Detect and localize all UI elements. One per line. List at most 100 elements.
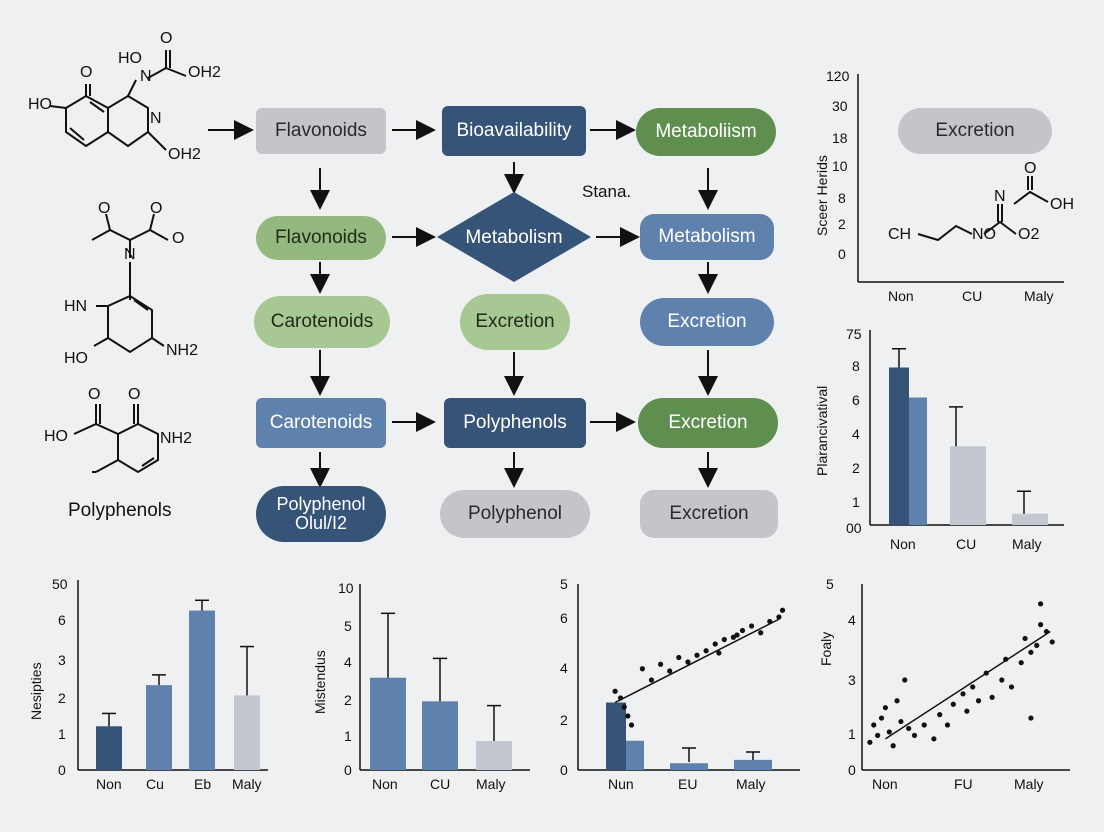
flow-node-excretion-gray: Excretion [640, 490, 778, 538]
mol4-n: N [994, 188, 1006, 205]
flow-node-excretion-side: Excretion [898, 108, 1052, 154]
chart4-point [776, 614, 782, 620]
mol4-oh: OH [1050, 196, 1074, 213]
chart4-point [712, 641, 718, 647]
flow-node-excretion-mid: Excretion [460, 294, 570, 350]
chart3-bar [422, 701, 458, 770]
node-label: Carotenoids [270, 311, 374, 333]
flow-node-metabolism-diamond: Metabolism [446, 224, 582, 252]
chart0-xtick: Non [888, 288, 914, 304]
chart5-point [970, 684, 976, 690]
chart0-ytick: 8 [838, 190, 846, 206]
flow-node-excretion-green: Excretion [638, 398, 778, 448]
mol2-o3: O [172, 230, 185, 247]
chart5-point [1028, 715, 1034, 721]
chart2-ytick: 0 [58, 762, 66, 778]
chart5-point [964, 708, 970, 714]
chart5-point [937, 712, 943, 718]
chart0-xtick: Maly [1024, 288, 1054, 304]
chart5-point [875, 732, 881, 738]
chart4-point [694, 652, 700, 658]
chart4-point [779, 607, 786, 613]
chart5-point [894, 698, 900, 704]
chart4-point [628, 722, 635, 728]
flow-node-polyphenol-bottom: Polyphenol Olul/I2 [256, 486, 386, 542]
mol3-o2: O [128, 386, 141, 403]
chart4-bar [734, 759, 772, 770]
chart5-point [1008, 684, 1015, 690]
chart5-point [902, 677, 908, 683]
chart5-point [1003, 656, 1009, 662]
chart3-xtick: Non [372, 776, 398, 792]
chart4-point [767, 618, 773, 625]
metabolism-diamond [437, 192, 591, 282]
chart0-xtick: CU [962, 288, 983, 304]
mol2-o2: O [150, 200, 163, 217]
flow-node-bioavailability: Bioavailability [442, 106, 586, 156]
chart3-ytick: 2 [344, 692, 352, 708]
chart2-ytick: 2 [58, 690, 66, 706]
molecule-structures [49, 50, 1049, 474]
chart4-ytick: 2 [560, 712, 568, 728]
chart5-ytick: 0 [848, 762, 856, 778]
node-label: Polyphenol [467, 503, 563, 525]
chart5-point [1038, 622, 1044, 628]
chart4-ytick: 0 [560, 762, 568, 778]
flow-node-carotenoids-2: Carotenoids [256, 398, 386, 448]
chart4-point [658, 661, 664, 667]
chart5-xtick: Maly [1014, 776, 1044, 792]
chart4-point [612, 688, 618, 694]
chart3-bar [476, 741, 512, 770]
chart1-ytick: 8 [852, 358, 860, 374]
chart1-ytick: 00 [846, 520, 862, 536]
node-label: Carotenoids [269, 412, 373, 434]
chart4-ytick: 5 [560, 576, 568, 592]
mol4-o2: O2 [1018, 226, 1040, 243]
chart5-ylabel: Foaly [818, 631, 834, 666]
chart3-ytick: 0 [344, 762, 352, 778]
mol1-ho-left: HO [28, 96, 52, 113]
chart5-point [989, 694, 995, 700]
chart2-bar [189, 610, 215, 770]
chart1-bar [909, 397, 927, 525]
chart5-point [867, 739, 873, 745]
chart5-point [960, 691, 966, 697]
chart2-xtick: Maly [232, 776, 262, 792]
mol2-o1: O [98, 200, 111, 217]
chart5-point [1022, 635, 1028, 642]
chart5-point [1034, 642, 1040, 648]
chart5-point [911, 732, 918, 738]
chart2-bar [96, 726, 122, 770]
chart4-ytick: 6 [560, 610, 568, 626]
node-label: Flavonoids [275, 120, 367, 142]
node-label: Bioavailability [456, 120, 572, 142]
flow-node-flavonoids-1: Flavonoids [256, 108, 386, 154]
chart5-point [886, 729, 892, 735]
node-label: Flavonoids [275, 227, 367, 249]
node-label: Metabolism [465, 227, 563, 249]
node-label: Excretion [475, 311, 555, 333]
chart4-point [617, 695, 624, 701]
chart3-ytick: 5 [344, 618, 352, 634]
chart4-point [625, 713, 631, 719]
mol2-hn: HN [64, 298, 88, 315]
mol4-no: NO [972, 226, 996, 243]
flow-node-polyphenol-gray: Polyphenol [440, 490, 590, 538]
mol2-nh2: NH2 [166, 342, 199, 359]
chart2-ytick: 50 [52, 576, 68, 592]
mol4-ch: CH [888, 226, 912, 243]
chart5-point [1038, 601, 1044, 607]
chart4-point [721, 636, 727, 643]
chart5-point [921, 722, 927, 728]
mol1-n-mid: N [150, 110, 162, 127]
flow-node-metaboliism: Metaboliism [636, 108, 776, 156]
chart4-point [639, 666, 646, 672]
chart5-point [1049, 639, 1055, 645]
chart4-xtick: Maly [736, 776, 766, 792]
flow-note: Stana. [582, 182, 632, 201]
chart4-point [667, 668, 673, 674]
mol1-oh2-top: OH2 [188, 64, 221, 81]
chart4-point [703, 648, 709, 654]
chart5-point [1028, 649, 1034, 655]
